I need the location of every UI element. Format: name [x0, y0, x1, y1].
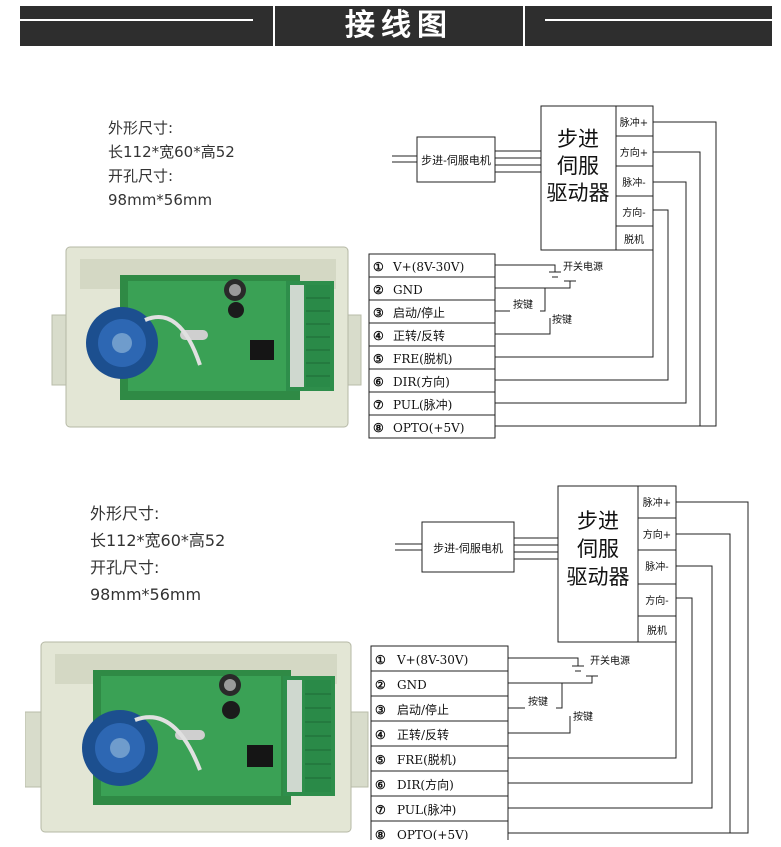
header-banner: 接线图	[20, 6, 772, 46]
terminal-3-number: ③	[373, 306, 384, 320]
power-supply-label-2: 开关电源	[590, 654, 630, 667]
cutout-size-value-2: 98mm*56mm	[90, 585, 202, 604]
driver2-line-1: 步进	[577, 509, 619, 533]
terminal-1-label: V+(8V-30V)	[392, 260, 464, 274]
terminal-strip-2: ① V+(8V-30V) ② GND ③ 启动/停止 ④ 正转/反转 ⑤ FRE…	[370, 645, 509, 840]
driver2-term-ena: 脱机	[647, 624, 667, 637]
terminal-4-number: ④	[373, 329, 384, 343]
outline-size-label-2: 外形尺寸:	[90, 504, 160, 523]
wiring-diagram-1: 步进-伺服电机 步进 伺服 驱动器 脉冲+ 方向+ 脉冲- 方向- 脱机 ① V…	[368, 105, 717, 439]
terminal-strip: ① V+(8V-30V) ② GND ③ 启动/停止 ④ 正转/反转 ⑤ FRE…	[368, 253, 496, 439]
driver-line-1: 步进	[557, 127, 599, 151]
driver-line-2: 伺服	[557, 154, 599, 178]
driver-term-pul-plus: 脉冲+	[620, 116, 648, 129]
terminal-2-number: ②	[373, 283, 384, 297]
terminal2-5-number: ⑤	[375, 753, 386, 767]
banner-line-left	[20, 19, 253, 21]
driver2-term-dir-minus: 方向-	[645, 594, 668, 607]
motor-block: 步进-伺服电机	[392, 136, 543, 183]
page-title: 接线图	[273, 6, 525, 46]
driver2-term-pul-minus: 脉冲-	[645, 560, 668, 573]
terminal2-2-number: ②	[375, 678, 386, 692]
key2-1-label: 按键	[528, 695, 548, 708]
power-supply-label: 开关电源	[563, 260, 603, 273]
key-2-label: 按键	[552, 313, 572, 326]
dimensions-block: 外形尺寸: 长112*宽60*高52 开孔尺寸: 98mm*56mm	[108, 116, 235, 212]
driver2-term-dir-plus: 方向+	[643, 528, 671, 541]
driver-term-dir-plus: 方向+	[620, 146, 648, 159]
key-1-label: 按键	[513, 298, 533, 311]
motor-label-2: 步进-伺服电机	[433, 541, 503, 555]
terminal-6-label: DIR(方向)	[393, 374, 450, 389]
terminal-1-number: ①	[373, 260, 384, 274]
terminal-7-number: ⑦	[373, 398, 384, 412]
driver-term-pul-minus: 脉冲-	[622, 176, 645, 189]
terminal2-3-number: ③	[375, 703, 386, 717]
motor-label: 步进-伺服电机	[421, 153, 491, 167]
outline-size-label: 外形尺寸:	[108, 119, 174, 137]
terminal2-7-label: PUL(脉冲)	[397, 802, 456, 817]
terminal2-4-label: 正转/反转	[397, 727, 449, 742]
terminal-7-label: PUL(脉冲)	[393, 397, 452, 412]
terminal-6-number: ⑥	[373, 375, 384, 389]
driver2-line-2: 伺服	[577, 537, 619, 561]
wires-2	[508, 501, 749, 834]
outline-size-value-2: 长112*宽60*高52	[90, 531, 226, 550]
dimensions-block-2: 外形尺寸: 长112*宽60*高52 开孔尺寸: 98mm*56mm	[90, 500, 225, 608]
terminal2-2-label: GND	[397, 678, 427, 692]
cutout-size-value: 98mm*56mm	[108, 191, 213, 209]
driver2-term-pul-plus: 脉冲+	[643, 496, 671, 509]
terminal2-6-number: ⑥	[375, 778, 386, 792]
terminal-8-label: OPTO(+5V)	[393, 421, 464, 435]
controller-photo	[51, 246, 362, 428]
driver-block: 步进 伺服 驱动器 脉冲+ 方向+ 脉冲- 方向- 脱机	[540, 105, 654, 251]
terminal2-1-label: V+(8V-30V)	[396, 653, 468, 667]
terminal2-6-label: DIR(方向)	[397, 777, 454, 792]
terminal-4-label: 正转/反转	[393, 328, 445, 343]
terminal2-7-number: ⑦	[375, 803, 386, 817]
terminal-5-number: ⑤	[373, 352, 384, 366]
driver-term-dir-minus: 方向-	[622, 206, 645, 219]
controller-photo-2	[25, 641, 369, 833]
terminal2-1-number: ①	[375, 653, 386, 667]
wiring-diagram-2: 步进-伺服电机 步进 伺服 驱动器 脉冲+ 方向+ 脉冲- 方向- 脱机 ① V…	[370, 485, 749, 840]
terminal2-5-label: FRE(脱机)	[397, 752, 457, 767]
motor-block-2: 步进-伺服电机	[395, 521, 560, 573]
key2-2-label: 按键	[573, 710, 593, 723]
outline-size-value: 长112*宽60*高52	[108, 143, 235, 161]
terminal-3-label: 启动/停止	[393, 305, 445, 320]
driver-line-3: 驱动器	[547, 181, 610, 205]
wires	[495, 121, 717, 427]
cutout-size-label: 开孔尺寸:	[108, 167, 174, 185]
banner-line-right	[545, 19, 772, 21]
terminal-2-label: GND	[393, 283, 423, 297]
terminal2-8-label: OPTO(+5V)	[397, 828, 468, 840]
driver-term-ena: 脱机	[624, 233, 644, 246]
terminal2-3-label: 启动/停止	[397, 702, 449, 717]
terminal2-4-number: ④	[375, 728, 386, 742]
driver2-line-3: 驱动器	[567, 565, 630, 589]
terminal2-8-number: ⑧	[375, 828, 386, 840]
driver-block-2: 步进 伺服 驱动器 脉冲+ 方向+ 脉冲- 方向- 脱机	[557, 485, 677, 643]
terminal-5-label: FRE(脱机)	[393, 351, 453, 366]
cutout-size-label-2: 开孔尺寸:	[90, 558, 160, 577]
terminal-8-number: ⑧	[373, 421, 384, 435]
